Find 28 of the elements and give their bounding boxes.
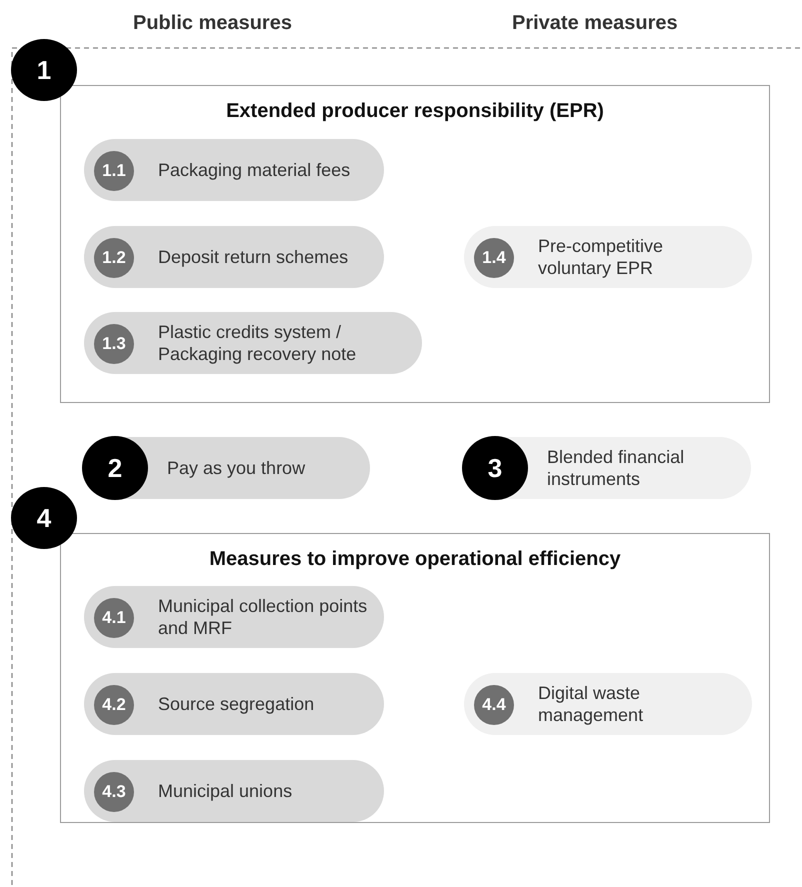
measure-label: Pay as you throw — [167, 457, 306, 479]
number-badge: 4.3 — [94, 772, 134, 812]
number-badge: 4.2 — [94, 685, 134, 725]
number-circle: 3 — [462, 436, 528, 500]
column-heading: Private measures — [512, 12, 678, 35]
number-badge: 4.4 — [474, 685, 514, 725]
measure-label: Source segregation — [158, 693, 316, 715]
number-badge: 1.1 — [94, 151, 134, 191]
number-badge: 1.4 — [474, 238, 514, 278]
number-badge: 1.2 — [94, 238, 134, 278]
group-title: Measures to improve operational efficiency — [208, 548, 622, 571]
measure-label: Plastic credits system / Packaging recovery note — [158, 321, 358, 365]
measure-label: Municipal unions — [158, 780, 294, 802]
number-circle: 4 — [11, 487, 77, 549]
measure-label: Blended financial instruments — [547, 446, 686, 490]
number-circle: 1 — [11, 39, 77, 101]
number-badge: 1.3 — [94, 324, 134, 364]
column-heading: Public measures — [133, 12, 292, 35]
group-title: Extended producer responsibility (EPR) — [225, 100, 605, 123]
number-badge: 4.1 — [94, 598, 134, 638]
measure-label: Deposit return schemes — [158, 246, 350, 268]
measure-pill — [463, 437, 751, 499]
measure-label: Packaging material fees — [158, 159, 352, 181]
measure-label: Municipal collection points and MRF — [158, 595, 368, 639]
measure-pill — [83, 437, 370, 499]
number-circle: 2 — [82, 436, 148, 500]
measure-label: Digital waste management — [538, 682, 644, 726]
measure-label: Pre-competitive voluntary EPR — [538, 235, 664, 279]
